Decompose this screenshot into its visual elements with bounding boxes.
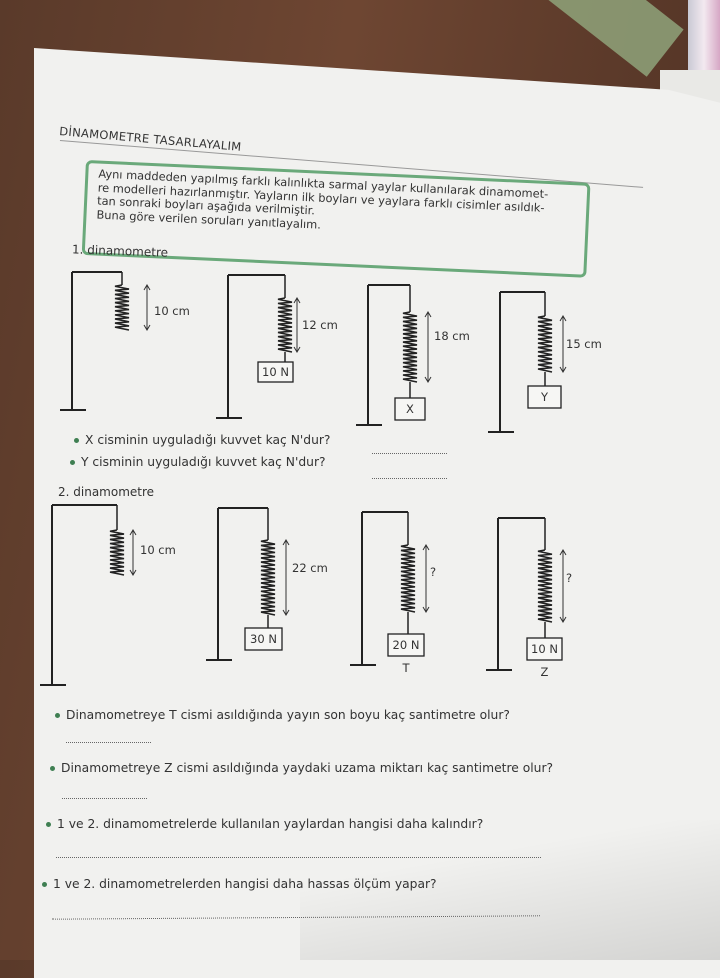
length-label: 10 cm	[154, 304, 190, 318]
question-t-length: Dinamometreye T cismi asıldığında yayın …	[55, 708, 510, 722]
weight-label: X	[406, 402, 414, 416]
answer-z-extension[interactable]	[62, 797, 147, 799]
arrow-heads	[282, 539, 290, 616]
spring	[260, 539, 276, 616]
spring	[402, 311, 418, 383]
weight-box	[387, 633, 425, 657]
arrow-heads	[129, 529, 137, 576]
weight-box	[394, 397, 426, 421]
length-label: 22 cm	[292, 561, 328, 575]
length-label: 10 cm	[140, 543, 176, 557]
question-z-extension: Dinamometreye Z cismi asıldığında yaydak…	[50, 761, 553, 775]
arrow-heads	[559, 315, 567, 373]
object-letter: T	[401, 661, 410, 675]
question-y-force: Y cisminin uyguladığı kuvvet kaç N'dur?	[70, 455, 326, 469]
weight-box	[526, 637, 563, 661]
weight-label: 30 N	[250, 632, 277, 646]
weight-label: Y	[540, 390, 549, 404]
object-letter: Z	[541, 665, 549, 679]
question-sensitive: 1 ve 2. dinamometrelerden hangisi daha h…	[42, 877, 437, 891]
weight-label: 10 N	[531, 642, 558, 656]
length-label: 18 cm	[434, 329, 470, 343]
weight-label: 10 N	[262, 365, 289, 379]
arrow-heads	[143, 284, 151, 331]
spring	[400, 544, 416, 613]
weight-box	[244, 627, 283, 651]
length-label: ?	[430, 565, 436, 579]
length-label: 15 cm	[566, 337, 602, 351]
spring	[537, 549, 553, 623]
weight-label: 20 N	[393, 638, 420, 652]
answer-y-force[interactable]	[372, 477, 447, 479]
question-x-force: X cisminin uyguladığı kuvvet kaç N'dur?	[74, 433, 330, 447]
weight-box	[527, 385, 562, 409]
arrow-heads	[559, 549, 567, 623]
arrow-heads	[293, 297, 301, 353]
answer-thicker-spring[interactable]	[56, 856, 541, 858]
arrow-heads	[424, 311, 432, 383]
length-label: 12 cm	[302, 318, 338, 332]
weight-box	[257, 361, 294, 383]
spring	[114, 284, 130, 331]
arrow-heads	[422, 544, 430, 613]
section2-heading: 2. dinamometre	[58, 485, 155, 499]
length-label: ?	[566, 571, 572, 585]
spring	[537, 315, 553, 373]
answer-x-force[interactable]	[372, 452, 447, 454]
answer-t-length[interactable]	[66, 741, 151, 743]
spring	[109, 529, 125, 576]
question-thicker-spring: 1 ve 2. dinamometrelerde kullanılan yayl…	[46, 817, 483, 831]
spring	[277, 297, 293, 353]
